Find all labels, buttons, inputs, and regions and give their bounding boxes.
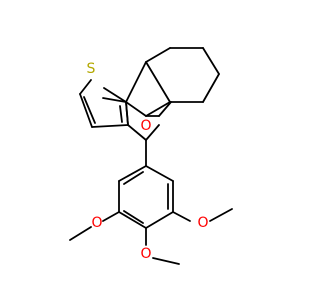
- bond: [118, 165, 147, 182]
- bond: [202, 47, 220, 75]
- bond: [118, 211, 147, 229]
- sulfur-atom-label: S: [87, 61, 96, 77]
- bond: [83, 96, 96, 124]
- bond: [79, 93, 93, 128]
- bond: [69, 226, 92, 241]
- methoxy-left-oxygen-label: O: [91, 215, 102, 231]
- bond: [125, 101, 147, 117]
- bond: [79, 79, 92, 95]
- bond: [102, 211, 120, 222]
- bond: [209, 208, 233, 222]
- atom-labels: S O O O O: [87, 61, 209, 262]
- bond: [123, 171, 144, 185]
- structure-canvas: S O O O O: [69, 47, 233, 265]
- bond: [145, 211, 174, 229]
- ring-oxygen-atom-label: O: [140, 118, 151, 134]
- bond: [102, 97, 127, 103]
- bond: [145, 165, 174, 182]
- bond: [127, 124, 147, 141]
- bond: [145, 101, 171, 117]
- bond-lines: [69, 47, 233, 265]
- bond: [202, 73, 220, 103]
- bond: [125, 61, 147, 103]
- bond: [103, 87, 127, 103]
- bond: [152, 257, 180, 265]
- bond: [145, 124, 160, 141]
- bond: [91, 124, 129, 128]
- bond: [145, 47, 171, 63]
- bond: [172, 211, 191, 222]
- methoxy-center-oxygen-label: O: [140, 246, 151, 262]
- methoxy-right-oxygen-label: O: [197, 215, 208, 231]
- bond: [145, 61, 171, 103]
- bond: [125, 101, 129, 126]
- bond: [119, 105, 123, 123]
- bond: [123, 210, 144, 224]
- bond: [158, 101, 172, 117]
- molecule-drawing: S O O O O: [69, 47, 233, 265]
